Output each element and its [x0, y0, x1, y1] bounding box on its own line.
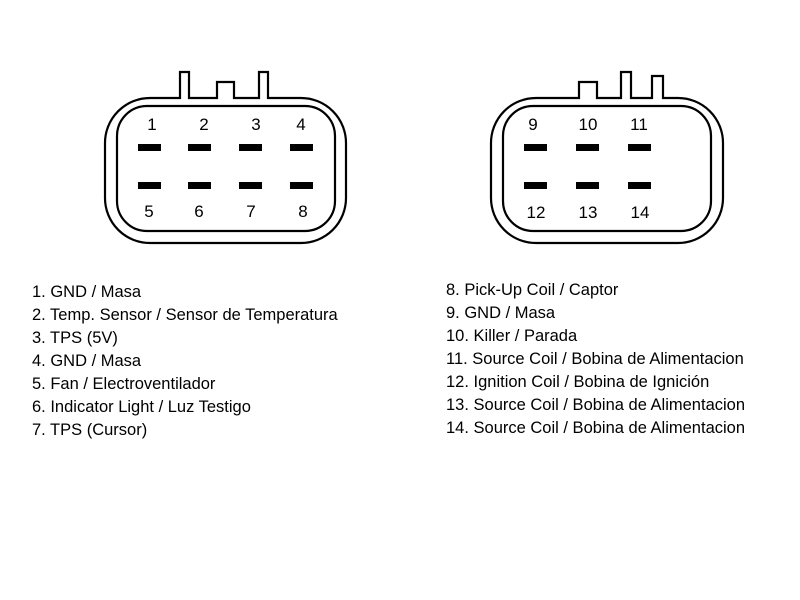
pin-3-slot — [239, 144, 262, 151]
pin-13-slot — [576, 182, 599, 189]
pin-label-14: 14 — [631, 203, 650, 222]
pin-9-slot — [524, 144, 547, 151]
legend-item-pin-4: 4. GND / Masa — [32, 352, 142, 370]
legend-item-pin-13: 13. Source Coil / Bobina de Alimentacion — [446, 396, 746, 414]
connector-6pin-labels: 9 10 11 12 13 14 — [527, 115, 650, 222]
legend-item-pin-3: 3. TPS (5V) — [32, 329, 118, 347]
legend-item-pin-9: 9. GND / Masa — [446, 304, 556, 322]
connector-diagram: 1 2 3 4 5 6 7 8 9 10 11 12 13 14 — [103, 70, 725, 245]
connector-6pin-outer-shell — [489, 70, 725, 245]
pin-label-2: 2 — [199, 115, 208, 134]
legend-item-pin-10: 10. Killer / Parada — [446, 327, 578, 345]
legend-item-pin-8: 8. Pick-Up Coil / Captor — [446, 281, 619, 299]
pin-label-8: 8 — [298, 202, 307, 221]
legend-item-pin-12: 12. Ignition Coil / Bobina de Ignición — [446, 373, 710, 391]
pin-label-4: 4 — [296, 115, 305, 134]
connector-6pin-inner-frame — [501, 104, 713, 233]
pin-14-slot — [628, 182, 651, 189]
connector-6pin-pins — [524, 144, 651, 189]
pin-label-6: 6 — [194, 202, 203, 221]
connector-8pin-outer-shell — [103, 70, 348, 245]
pin-10-slot — [576, 144, 599, 151]
pin-label-5: 5 — [144, 202, 153, 221]
pin-legend-right: 8. Pick-Up Coil / Captor 9. GND / Masa 1… — [446, 279, 745, 440]
pin-label-7: 7 — [246, 202, 255, 221]
legend-item-pin-7: 7. TPS (Cursor) — [32, 421, 148, 439]
legend-item-pin-6: 6. Indicator Light / Luz Testigo — [32, 398, 251, 416]
pin-label-11: 11 — [630, 115, 648, 134]
pin-label-3: 3 — [251, 115, 260, 134]
legend-item-pin-5: 5. Fan / Electroventilador — [32, 375, 216, 393]
pin-label-13: 13 — [579, 203, 598, 222]
connector-8pin — [103, 70, 348, 245]
pin-11-slot — [628, 144, 651, 151]
legend-item-pin-1: 1. GND / Masa — [32, 283, 142, 301]
pin-label-10: 10 — [579, 115, 598, 134]
legend-item-pin-2: 2. Temp. Sensor / Sensor de Temperatura — [32, 306, 338, 324]
pin-label-12: 12 — [527, 203, 546, 222]
legend-item-pin-11: 11. Source Coil / Bobina de Alimentacion — [446, 350, 744, 368]
pin-6-slot — [188, 182, 211, 189]
legend-item-pin-14: 14. Source Coil / Bobina de Alimentacion — [446, 419, 746, 437]
connector-8pin-pins — [138, 144, 313, 189]
connector-8pin-inner-frame — [115, 104, 337, 233]
pin-label-9: 9 — [528, 115, 537, 134]
pin-label-1: 1 — [147, 115, 156, 134]
pin-2-slot — [188, 144, 211, 151]
pin-7-slot — [239, 182, 262, 189]
pin-1-slot — [138, 144, 161, 151]
pin-legend-left: 1. GND / Masa 2. Temp. Sensor / Sensor d… — [32, 281, 338, 442]
pin-4-slot — [290, 144, 313, 151]
pin-12-slot — [524, 182, 547, 189]
connector-8pin-labels: 1 2 3 4 5 6 7 8 — [144, 115, 307, 221]
pin-5-slot — [138, 182, 161, 189]
connector-6pin — [489, 70, 725, 245]
pin-8-slot — [290, 182, 313, 189]
